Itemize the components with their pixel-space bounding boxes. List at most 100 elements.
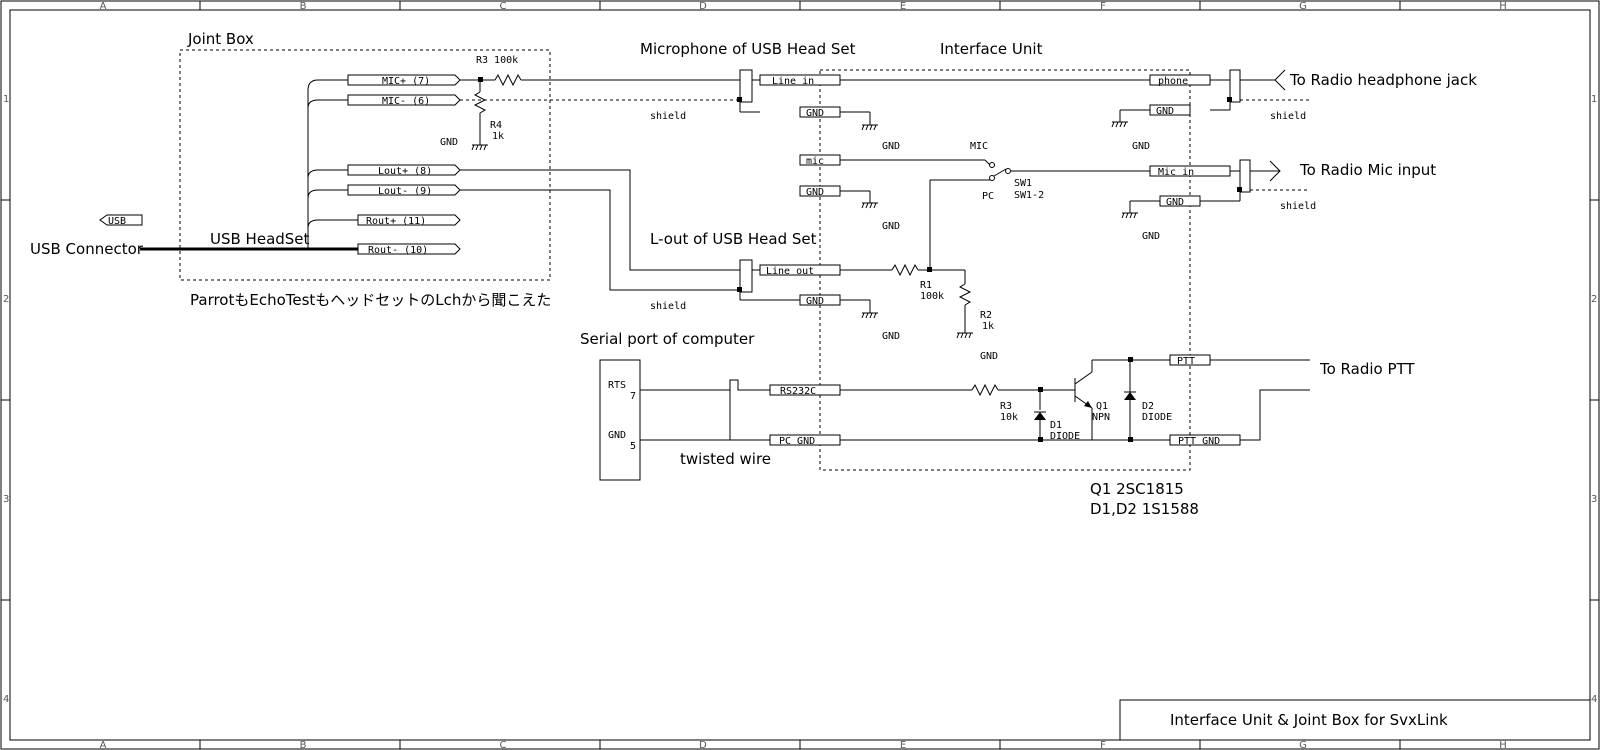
svg-text:Mic in: Mic in bbox=[1158, 167, 1194, 178]
r4-label: R4 bbox=[490, 120, 502, 131]
parts-q1: Q1 2SC1815 bbox=[1090, 480, 1184, 498]
svg-text:RS232C: RS232C bbox=[780, 386, 816, 397]
usb-headset-label: USB HeadSet bbox=[210, 230, 310, 248]
net-gnd-5: GND bbox=[1159, 195, 1201, 208]
svg-text:GND: GND bbox=[806, 187, 824, 198]
note-japanese: ParrotもEchoTestもヘッドセットのLchから聞こえた bbox=[190, 291, 551, 309]
svg-text:PTT: PTT bbox=[1177, 356, 1195, 367]
twisted-wire-label: twisted wire bbox=[680, 450, 771, 468]
net-mic-in: Mic in bbox=[1149, 165, 1231, 178]
sw1-2-label: SW1-2 bbox=[1014, 190, 1044, 201]
net-rs232c: RS232C bbox=[769, 384, 841, 397]
sw-mic-label: MIC bbox=[970, 141, 988, 152]
gnd-label-1: GND bbox=[882, 141, 900, 152]
svg-text:GND: GND bbox=[806, 296, 824, 307]
grid-col-b-top: B bbox=[300, 1, 307, 12]
svg-text:PC GND: PC GND bbox=[779, 436, 815, 447]
parts-diodes: D1,D2 1S1588 bbox=[1090, 500, 1199, 518]
serial-port-label: Serial port of computer bbox=[580, 330, 755, 348]
d2-label: D2 bbox=[1142, 401, 1154, 412]
gnd-pin-label: GND bbox=[608, 430, 626, 441]
phone-cable-connector bbox=[1229, 69, 1241, 103]
gnd-pin-num: 5 bbox=[630, 441, 636, 452]
r1-label: R1 bbox=[920, 280, 932, 291]
grid-row-2-right: 2 bbox=[1591, 294, 1597, 305]
net-pc-gnd: PC GND bbox=[769, 434, 841, 447]
grid-row-2-left: 2 bbox=[3, 294, 9, 305]
grid-col-d-bottom: D bbox=[699, 740, 707, 750]
diode-d1 bbox=[1034, 412, 1046, 420]
headphone-jack-arrow bbox=[1274, 69, 1286, 91]
mic-input-arrow bbox=[1269, 160, 1281, 182]
rts-pin: 7 bbox=[630, 391, 636, 402]
resistor-r1 bbox=[891, 263, 919, 277]
svg-text:Rout- (10): Rout- (10) bbox=[368, 245, 428, 256]
grid-row-1-right: 1 bbox=[1591, 94, 1597, 105]
net-gnd-1: GND bbox=[799, 106, 841, 119]
switch-contact-mic bbox=[989, 162, 995, 168]
grid-col-f-top: F bbox=[1100, 1, 1106, 12]
net-mic-minus: MIC- (6) bbox=[347, 94, 461, 107]
grid-col-c-bottom: C bbox=[500, 740, 507, 750]
r2-label: R2 bbox=[980, 310, 992, 321]
grid-row-3-right: 3 bbox=[1591, 494, 1597, 505]
switch-common bbox=[1005, 168, 1011, 174]
grid-col-d-top: D bbox=[699, 1, 707, 12]
shield-label-4: shield bbox=[1280, 201, 1316, 212]
r4-value: 1k bbox=[492, 131, 504, 142]
sw-pc-label: PC bbox=[982, 191, 994, 202]
r3-bottom-value: 10k bbox=[1000, 412, 1018, 423]
d2-type: DIODE bbox=[1142, 412, 1172, 423]
svg-text:GND: GND bbox=[1166, 197, 1184, 208]
serial-port-connector bbox=[599, 359, 641, 481]
r4-gnd-label: GND bbox=[440, 137, 458, 148]
net-gnd-3: GND bbox=[799, 294, 841, 307]
svg-text:Line out: Line out bbox=[766, 266, 814, 277]
usb-flag-label: USB bbox=[108, 216, 126, 227]
net-line-in: Line in bbox=[759, 74, 841, 87]
net-phone: phone bbox=[1149, 74, 1211, 87]
svg-text:phone: phone bbox=[1158, 76, 1188, 87]
joint-box-label: Joint Box bbox=[187, 30, 254, 48]
grid-col-g-top: G bbox=[1299, 1, 1307, 12]
svg-text:Rout+ (11): Rout+ (11) bbox=[366, 216, 426, 227]
switch-lever bbox=[993, 168, 1007, 177]
net-lout-minus: Lout- (9) bbox=[347, 184, 461, 197]
gnd-label-4: GND bbox=[1132, 141, 1150, 152]
grid-row-1-left: 1 bbox=[3, 94, 9, 105]
resistor-r4 bbox=[473, 91, 487, 114]
r2-value: 1k bbox=[982, 321, 994, 332]
gnd-label-3: GND bbox=[882, 331, 900, 342]
title-block: Interface Unit & Joint Box for SvxLink bbox=[1119, 699, 1591, 741]
grid-row-3-left: 3 bbox=[3, 494, 9, 505]
svg-text:Lout+ (8): Lout+ (8) bbox=[378, 166, 432, 177]
grid-col-e-bottom: E bbox=[900, 740, 906, 750]
svg-text:GND: GND bbox=[806, 108, 824, 119]
switch-contact-pc bbox=[989, 175, 995, 181]
grid-col-a-bottom: A bbox=[100, 740, 107, 750]
grid-col-f-bottom: F bbox=[1100, 740, 1106, 750]
shield-label-1: shield bbox=[650, 111, 686, 122]
net-ptt-gnd: PTT GND bbox=[1169, 434, 1241, 447]
net-gnd-2: GND bbox=[799, 185, 841, 198]
svg-text:Lout- (9): Lout- (9) bbox=[378, 186, 432, 197]
rts-label: RTS bbox=[608, 380, 626, 391]
net-mic-plus: MIC+ (7) bbox=[347, 74, 461, 87]
net-lout-plus: Lout+ (8) bbox=[347, 164, 461, 177]
usb-connector-label: USB Connector bbox=[30, 240, 144, 258]
svg-text:mic: mic bbox=[806, 156, 824, 167]
resistor-r3-bottom bbox=[971, 383, 999, 397]
diode-d2 bbox=[1124, 392, 1136, 400]
d1-type: DIODE bbox=[1050, 431, 1080, 442]
q1-label: Q1 bbox=[1096, 401, 1108, 412]
r3-top-label: R3 100k bbox=[476, 55, 518, 66]
net-mic: mic bbox=[799, 154, 841, 167]
net-ptt: PTT bbox=[1169, 354, 1211, 367]
gnd-label-2: GND bbox=[882, 221, 900, 232]
net-line-out: Line out bbox=[759, 264, 841, 277]
net-rout-plus: Rout+ (11) bbox=[357, 214, 461, 227]
d1-label: D1 bbox=[1050, 420, 1062, 431]
usb-flag-shape bbox=[99, 214, 143, 226]
